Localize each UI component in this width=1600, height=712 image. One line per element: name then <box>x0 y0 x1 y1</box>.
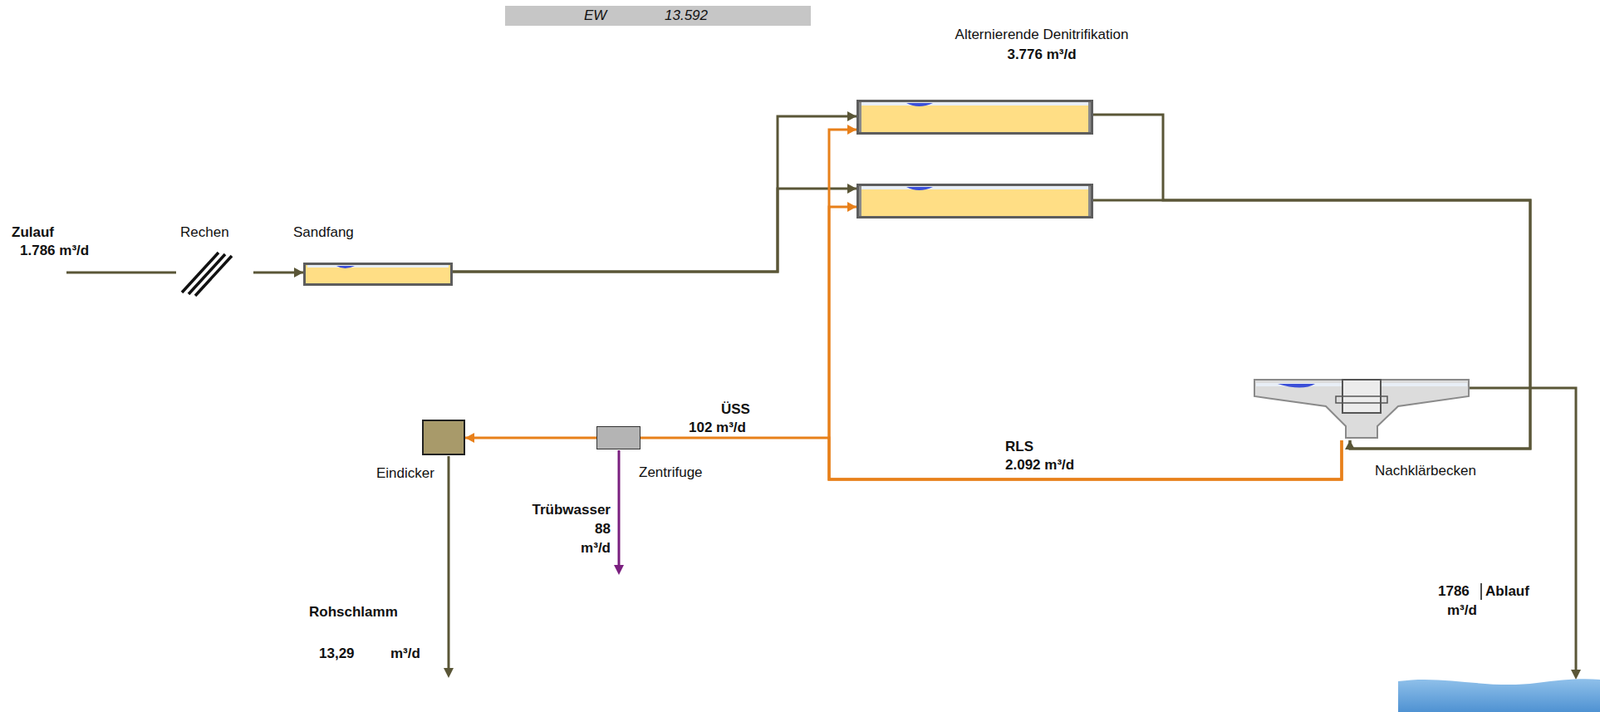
flow-label: 102 m³/d <box>688 419 747 437</box>
flow-connector <box>1093 200 1531 449</box>
flow-label: m³/d <box>390 645 421 663</box>
flow-label: m³/d <box>1447 602 1478 619</box>
header-bar <box>505 5 811 26</box>
sludge-line <box>447 456 451 670</box>
flow-connector <box>1093 114 1531 450</box>
node-label: Rechen <box>180 224 230 241</box>
node-label: Zentrifuge <box>638 464 703 481</box>
thickener-box: Eindicker <box>422 419 466 456</box>
arrow-head <box>847 183 857 194</box>
arrow-head <box>294 267 304 278</box>
flow-label: 1786 <box>1438 583 1470 600</box>
flow-label: 13,29 <box>319 645 355 663</box>
flow-connector <box>829 201 1342 480</box>
flow-connector <box>452 183 857 272</box>
flow-label: m³/d <box>580 539 611 557</box>
node-label: Alternierende Denitrifikation <box>955 26 1129 44</box>
flow-label: Rohschlamm <box>309 603 398 621</box>
tank-shape <box>856 99 1094 135</box>
connector-line <box>452 116 857 272</box>
flow-connector <box>253 267 304 278</box>
connector-line <box>1093 114 1531 449</box>
connector-line <box>640 437 1342 480</box>
arrow-head <box>847 124 857 135</box>
arrow-head <box>847 201 857 212</box>
flow-connector <box>452 111 857 272</box>
flow-label: EW <box>584 7 607 25</box>
inflow-line <box>66 271 177 275</box>
flow-label: 2.092 m³/d <box>1005 456 1075 474</box>
effluent-line <box>1468 387 1576 672</box>
arrow-head <box>443 667 454 678</box>
clarifier-shape <box>1252 377 1471 441</box>
river <box>1398 678 1600 712</box>
flow-label: 1.786 m³/d <box>19 242 89 260</box>
flow-label: RLS <box>1005 438 1034 456</box>
connector-line <box>829 129 1342 480</box>
flow-connector <box>465 432 597 443</box>
flow-connector <box>640 437 1342 480</box>
aeration-tank: Alternierende Denitrifikation3.776 m³/d <box>856 99 1094 135</box>
connector-line <box>465 436 597 440</box>
flow-label: Ablauf <box>1485 583 1530 600</box>
reject-water-line <box>618 450 621 567</box>
centrifuge-box: Zentrifuge <box>596 426 641 450</box>
connector-line <box>452 188 857 272</box>
flow-label: 13.592 <box>664 7 708 25</box>
flow-label: ÜSS <box>721 401 751 418</box>
arrow-head <box>847 111 857 122</box>
clarifier: Nachklärbecken <box>1252 377 1471 441</box>
node-label: Nachklärbecken <box>1374 462 1477 480</box>
flow-connector <box>829 124 1342 480</box>
separator <box>1480 583 1483 600</box>
flow-label: 88 <box>594 520 611 538</box>
arrow-head <box>1570 669 1581 680</box>
flow-label: Zulauf <box>11 224 54 241</box>
node-label: Eindicker <box>376 465 435 482</box>
connector-line <box>1093 200 1531 449</box>
tank-shape <box>303 262 453 286</box>
flow-label: Trübwasser <box>532 501 612 519</box>
node-label: Sandfang <box>293 224 354 241</box>
connector-line <box>829 206 1342 480</box>
grit-chamber: Sandfang <box>303 262 453 286</box>
aeration-tank <box>856 183 1094 219</box>
screen: Rechen <box>170 222 254 296</box>
flow-value: 3.776 m³/d <box>1006 46 1076 64</box>
arrow-head <box>613 564 624 575</box>
tank-shape <box>856 183 1094 219</box>
arrow-head <box>465 432 475 443</box>
